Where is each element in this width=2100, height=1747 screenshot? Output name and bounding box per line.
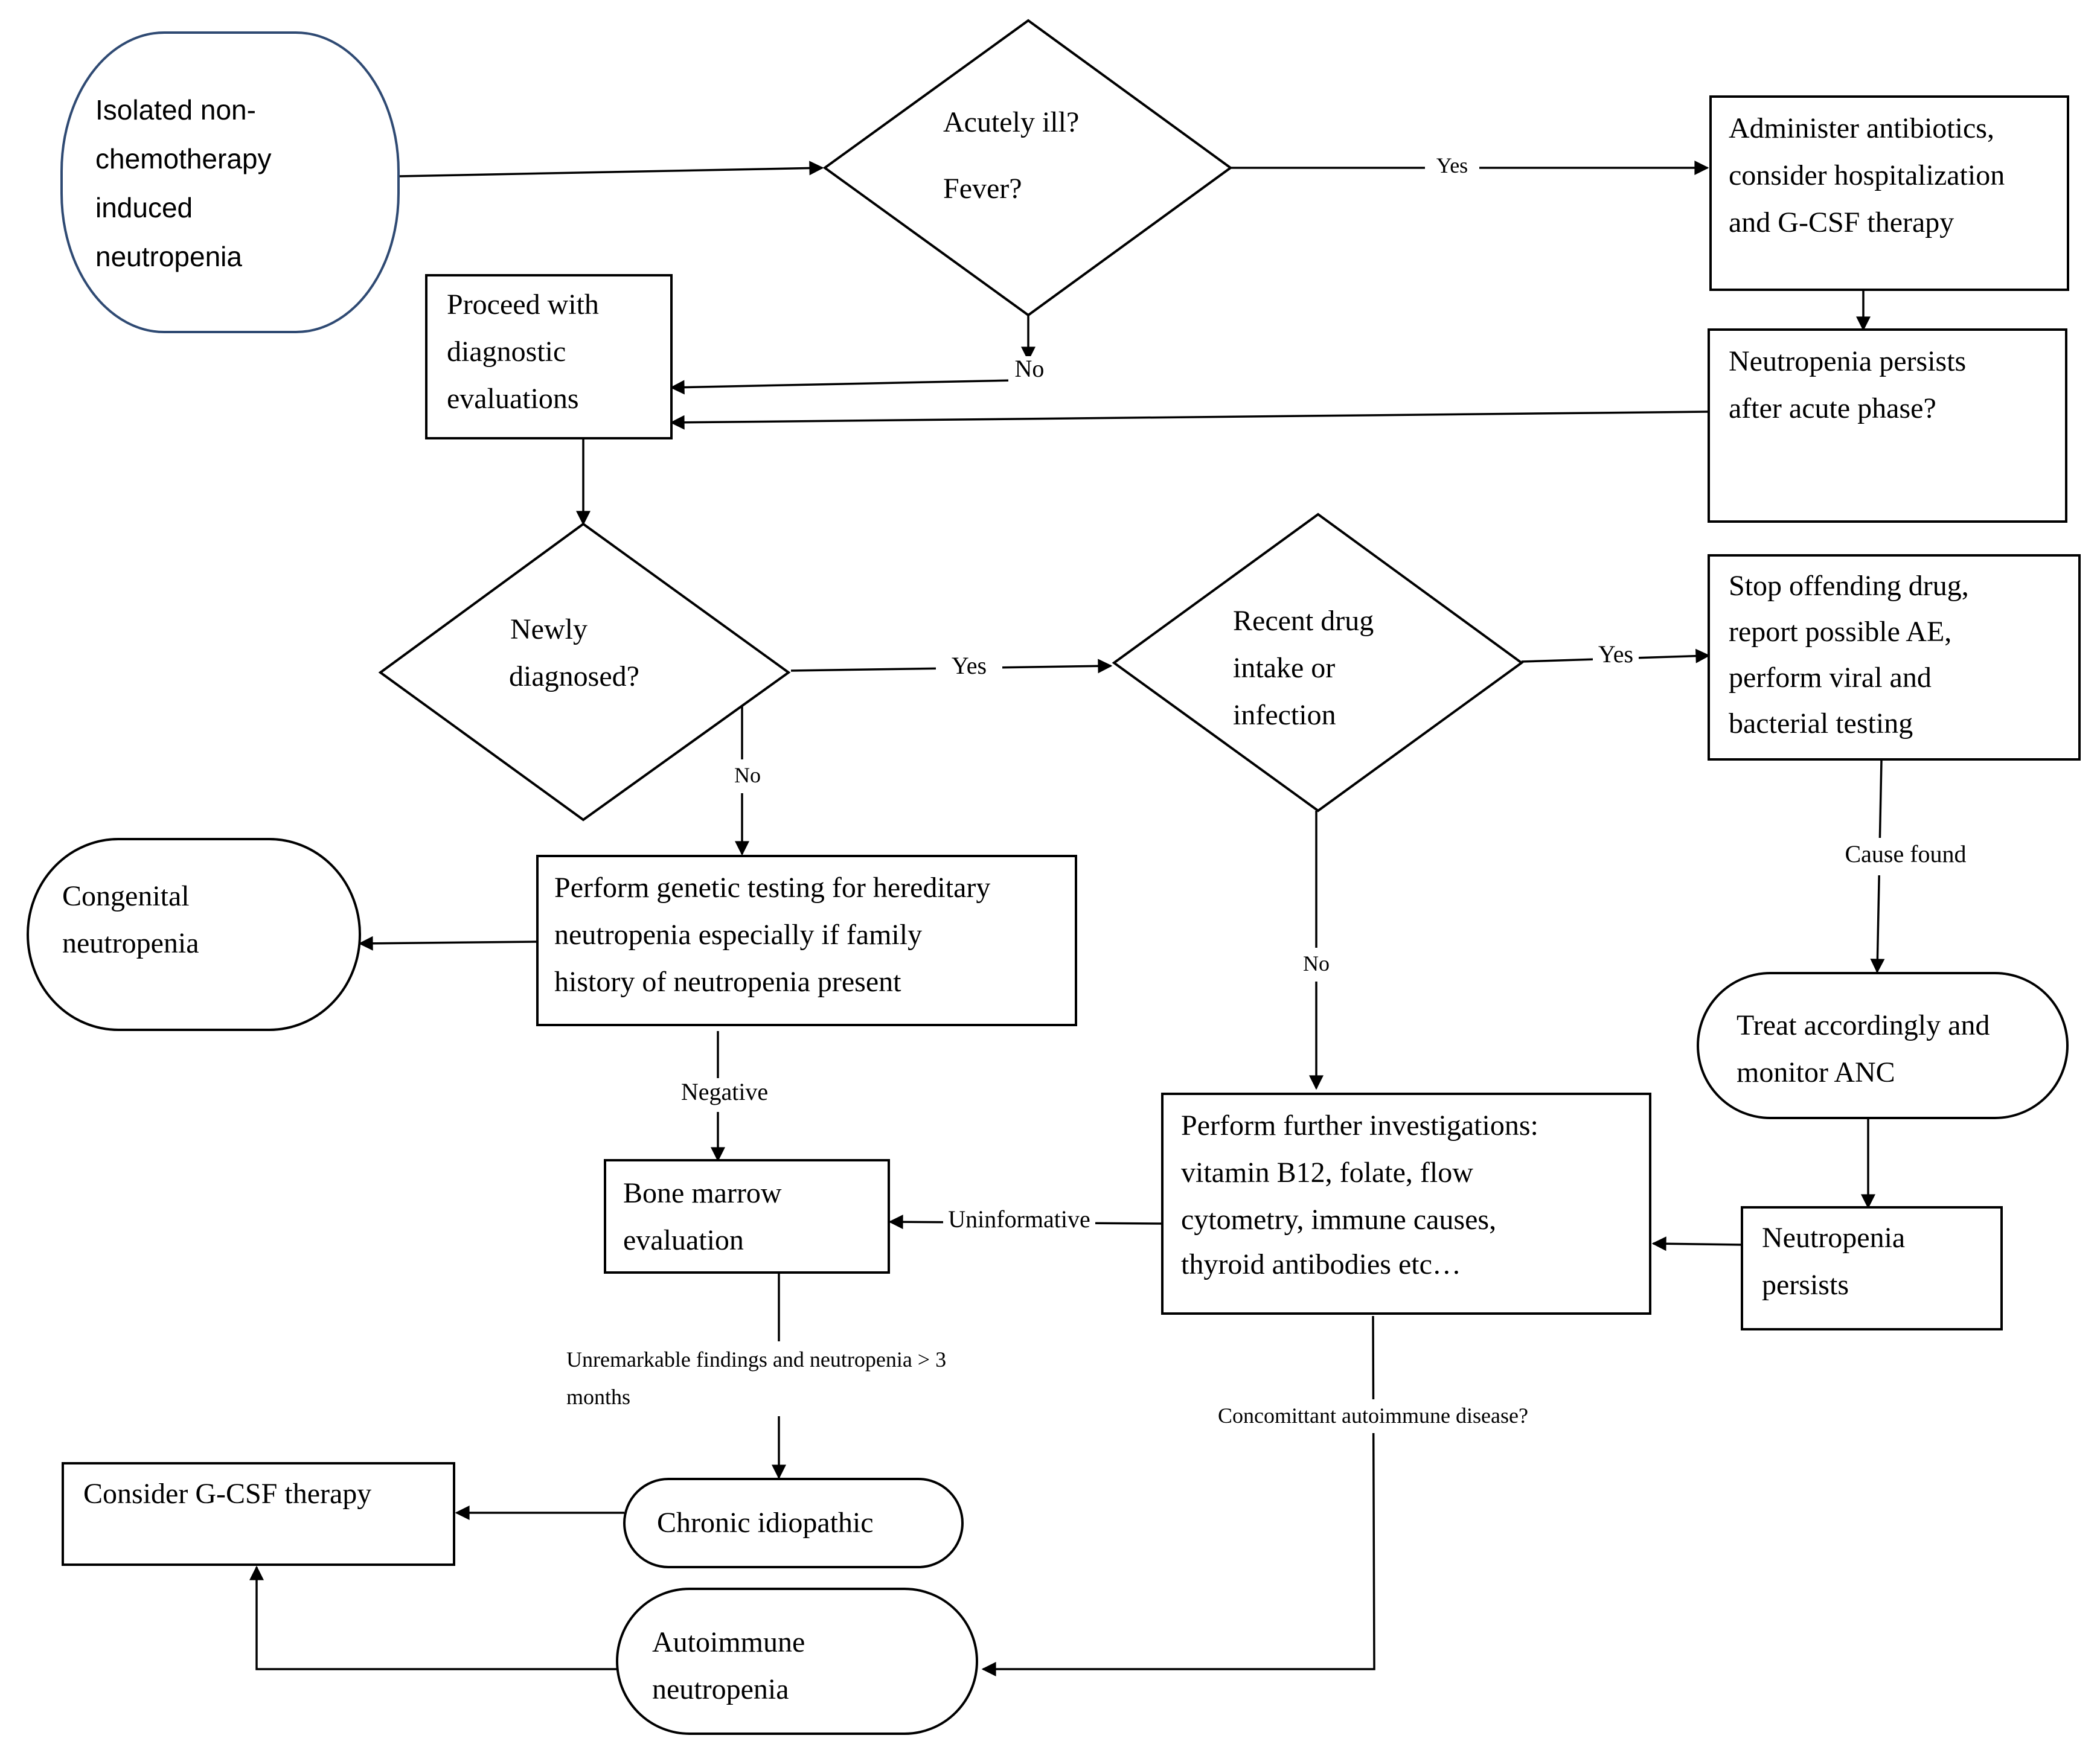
newly-diagnosed-label: Newly diagnosed? (509, 613, 639, 692)
further-investigations-box (1161, 1093, 1651, 1315)
edge-label-yes-newly: Yes (952, 652, 987, 679)
treat-accordingly-label: Treat accordingly and monitor ANC (1737, 1009, 1997, 1088)
start-node-label: Isolated non- chemotherapy induced neutr… (95, 94, 279, 272)
recent-drug-decision (1112, 513, 1524, 813)
edge-label-unremarkable: Unremarkable findings and neutropenia > … (566, 1347, 952, 1409)
further-investigations-label: Perform further investigations: vitamin … (1181, 1110, 1546, 1280)
edge-further-concomitant (981, 1315, 1375, 1676)
bone-marrow-box (604, 1159, 890, 1274)
autoimmune-neutropenia-node (616, 1588, 978, 1735)
diagnostic-evaluations-label: Proceed with diagnostic evaluations (447, 289, 606, 415)
edge-labels: Yes No Yes Yes No No Cause found Negativ… (564, 150, 1974, 1433)
diagnostic-evaluations-box (425, 274, 673, 439)
edge-label-yes-drug: Yes (1598, 640, 1633, 668)
acutely-ill-label: Acutely ill? Fever? (943, 106, 1086, 205)
edge-label-uninformative: Uninformative (948, 1206, 1090, 1233)
neutropenia-persists-box (1741, 1206, 2003, 1330)
edge-genetic-to-congenital (358, 936, 538, 951)
edge-label-no-acute: No (1015, 355, 1045, 382)
congenital-neutropenia-node (27, 838, 361, 1031)
consider-gcsf-label: Consider G-CSF therapy (83, 1478, 371, 1510)
edge-label-no-drug: No (1303, 951, 1330, 976)
administer-antibiotics-label: Administer antibiotics, consider hospita… (1729, 112, 2012, 238)
persists-after-acute-box (1708, 328, 2067, 523)
genetic-testing-label: Perform genetic testing for hereditary n… (554, 872, 997, 998)
edge-no-to-diagnostic (670, 379, 1015, 395)
autoimmune-neutropenia-label: Autoimmune neutropenia (652, 1626, 812, 1705)
recent-drug-label: Recent drug intake or infection (1233, 605, 1381, 731)
edge-label-yes-acute: Yes (1436, 153, 1468, 177)
start-node (60, 31, 400, 333)
edge-label-no-newly: No (734, 763, 761, 787)
newly-diagnosed-decision (378, 522, 791, 822)
edge-persists-to-diagnostic (670, 410, 1709, 430)
stop-offending-drug-label: Stop offending drug, report possible AE,… (1729, 570, 1976, 739)
persists-after-acute-label: Neutropenia persists after acute phase? (1729, 345, 1973, 424)
edge-autoimmune-to-gcsf (249, 1565, 617, 1670)
chronic-idiopathic-node (623, 1478, 964, 1568)
nodes: Isolated non- chemotherapy induced neutr… (27, 19, 2081, 1735)
neutropenia-persists-label: Neutropenia persists (1762, 1222, 1912, 1301)
edge-label-concomitant: Concomittant autoimmune disease? (1218, 1404, 1528, 1428)
treat-accordingly-node (1697, 972, 2069, 1119)
stop-offending-drug-box (1708, 554, 2081, 761)
consider-gcsf-box (62, 1462, 455, 1566)
congenital-neutropenia-label: Congenital neutropenia (62, 880, 199, 959)
chronic-idiopathic-label: Chronic idiopathic (657, 1507, 874, 1539)
edge-label-negative: Negative (681, 1078, 768, 1105)
administer-antibiotics-box (1709, 95, 2069, 291)
bone-marrow-label: Bone marrow evaluation (623, 1177, 789, 1256)
edge-label-cause-found: Cause found (1845, 840, 1966, 867)
edge-start-to-acutely-ill (398, 161, 824, 177)
acutely-ill-decision (822, 19, 1233, 317)
edge-persists-to-further (1651, 1236, 1743, 1251)
genetic-testing-box (536, 855, 1077, 1026)
